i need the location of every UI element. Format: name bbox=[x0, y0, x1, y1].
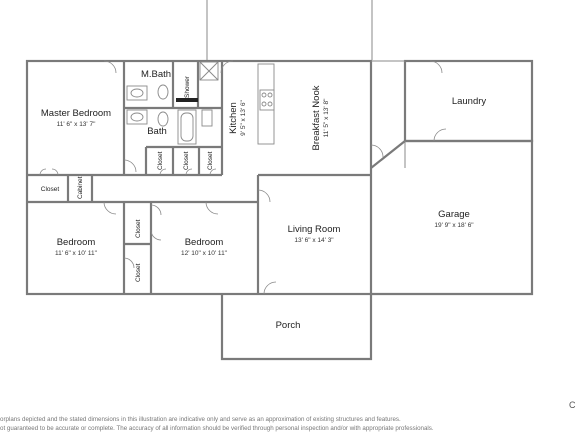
bedroom-1-label: Bedroom bbox=[57, 237, 96, 248]
closet-hall-a-label: Closet bbox=[157, 151, 164, 170]
closet-hall-b-label: Closet bbox=[183, 151, 190, 170]
garage-dims: 19' 9" x 18' 6" bbox=[434, 222, 474, 229]
porch-outline bbox=[220, 294, 373, 361]
master-bedroom-label: Master Bedroom bbox=[41, 108, 111, 119]
master-bedroom-dims: 11' 6" x 13' 7" bbox=[57, 121, 96, 128]
garage-label: Garage bbox=[438, 209, 470, 220]
bath-label: Bath bbox=[147, 126, 167, 137]
disclaimer-line-1: orplans depicted and the stated dimensio… bbox=[0, 416, 401, 423]
bedroom-1-dims: 11' 6" x 10' 11" bbox=[55, 250, 98, 257]
shower-label: Shower bbox=[184, 75, 191, 98]
closet-master-label: Closet bbox=[41, 186, 60, 193]
closet-hall-c-label: Closet bbox=[207, 151, 214, 170]
closet-bedroom-lower-label: Closet bbox=[135, 263, 142, 282]
porch-label: Porch bbox=[276, 320, 301, 331]
living-room-label: Living Room bbox=[288, 224, 341, 235]
m-bath-label: M.Bath bbox=[141, 69, 171, 80]
disclaimer-line-2: ot guaranteed to be accurate or complete… bbox=[0, 425, 434, 432]
bedroom-2-dims: 12' 10" x 10' 11" bbox=[181, 250, 228, 257]
corner-mark: C bbox=[569, 400, 576, 410]
closet-bedroom-upper-label: Closet bbox=[135, 219, 142, 238]
cabinet-label: Cabinet bbox=[77, 176, 84, 199]
breakfast-nook-dims: 11' 5" x 13' 8" bbox=[323, 98, 330, 137]
breakfast-nook-label: Breakfast Nook bbox=[311, 85, 322, 150]
kitchen-dims: 9' 5" x 13' 6" bbox=[240, 99, 247, 135]
kitchen-label: Kitchen bbox=[228, 102, 239, 134]
bedroom-2-label: Bedroom bbox=[185, 237, 224, 248]
garage-wall bbox=[370, 139, 534, 296]
laundry-label: Laundry bbox=[452, 96, 487, 107]
living-room-dims: 13' 6" x 14' 3" bbox=[294, 237, 334, 244]
stove bbox=[259, 89, 275, 111]
